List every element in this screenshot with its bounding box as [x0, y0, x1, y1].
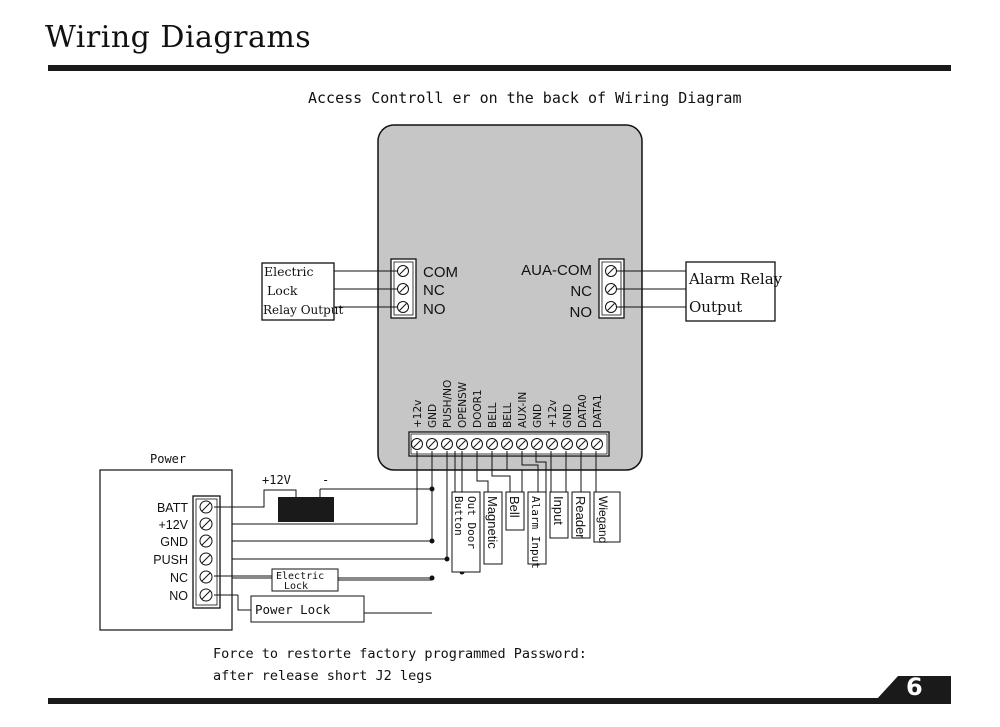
bottom-terminal-screw — [531, 438, 543, 450]
magnetic-box: Magnetic — [483, 491, 503, 565]
power-terminal-screw — [199, 517, 213, 531]
power-lock-wiring — [214, 575, 272, 611]
bottom-terminal-screw — [411, 438, 423, 450]
power-terminal-label: NO — [169, 589, 188, 603]
svg-text:Electric: Electric — [264, 264, 314, 279]
bottom-terminal-screw — [456, 438, 468, 450]
alarm-input-box: Alarm Input — [527, 491, 547, 569]
power-terminal-label: PUSH — [153, 553, 188, 567]
power-terminal-screw — [199, 500, 213, 514]
lock-relay-block: COM NC NO — [390, 258, 458, 319]
bottom-terminal-label: DATA0 — [577, 394, 589, 428]
bottom-terminal-label: BELL — [487, 402, 499, 428]
svg-text:Relay Output: Relay Output — [263, 303, 344, 317]
power-terminal-screw — [199, 534, 213, 548]
out-door-button-box: Out Door Button — [451, 491, 481, 573]
bottom-terminal-strip — [408, 431, 610, 457]
bottom-terminal-screw — [501, 438, 513, 450]
bottom-terminal-label: GND — [532, 404, 544, 428]
power-terminal-screw — [199, 570, 213, 584]
power-terminal-label: +12V — [158, 518, 188, 532]
page-number: 6 — [906, 673, 923, 701]
svg-text:Alarm Relay: Alarm Relay — [688, 270, 783, 288]
reader-box: Reader — [571, 491, 591, 539]
diagram-caption: Access Controll er on the back of Wiring… — [308, 89, 741, 107]
wiegand-box: Wiegand — [593, 491, 621, 543]
svg-text:Lock: Lock — [267, 283, 298, 298]
bottom-terminal-screw — [516, 438, 528, 450]
power-title: Power — [150, 452, 186, 466]
bottom-terminal-screw — [546, 438, 558, 450]
bottom-terminal-label: OPENSW — [457, 381, 469, 428]
bottom-terminal-label: DOOR1 — [472, 389, 484, 428]
bell-box: Bell — [505, 491, 525, 531]
wire-junctions — [429, 486, 465, 581]
bottom-terminal-label: +12v — [547, 400, 559, 428]
bottom-terminal-screws — [411, 438, 603, 450]
svg-text:Power Lock: Power Lock — [255, 602, 331, 617]
svg-text:Electric: Electric — [276, 571, 324, 582]
title-rule — [48, 65, 951, 71]
bottom-terminal-label: +12v — [412, 400, 424, 428]
relay-terminal-com: COM — [423, 264, 458, 281]
svg-text:Reader: Reader — [573, 496, 588, 539]
svg-text:-: - — [322, 473, 329, 487]
bottom-terminal-label: DATA1 — [592, 394, 604, 428]
svg-text:Output: Output — [689, 298, 742, 316]
bottom-terminal-screw — [591, 438, 603, 450]
svg-text:Wiegand: Wiegand — [596, 496, 610, 543]
power-terminal-label: NC — [170, 571, 188, 585]
bottom-terminal-screw — [441, 438, 453, 450]
lock-relay-wires — [334, 270, 398, 308]
svg-text:Bell: Bell — [507, 496, 522, 518]
electric-lock-box-bottom: Electric Lock — [271, 568, 339, 592]
power-terminal-label: BATT — [157, 501, 188, 515]
battery: +12V - — [214, 473, 334, 522]
bottom-terminal-screw — [561, 438, 573, 450]
alarm-terminal-com: AUA-COM — [521, 262, 592, 279]
relay-terminal-nc: NC — [423, 282, 445, 299]
power-lock-box: Power Lock — [250, 595, 365, 623]
bottom-terminal-label: GND — [562, 404, 574, 428]
input-box: Input — [549, 491, 569, 539]
bottom-terminal-screw — [576, 438, 588, 450]
factory-reset-note: Force to restorte factory programmed Pas… — [213, 643, 587, 687]
bottom-terminal-label: PUSH/NO — [442, 380, 454, 428]
svg-text:Alarm Input: Alarm Input — [529, 496, 542, 569]
page-title: Wiring Diagrams — [45, 20, 312, 55]
alarm-relay-output-box: Alarm Relay Output — [685, 261, 783, 322]
bottom-terminal-screw — [426, 438, 438, 450]
svg-text:Button: Button — [452, 496, 465, 536]
bottom-terminal-label: GND — [427, 404, 439, 428]
svg-text:Lock: Lock — [284, 581, 308, 592]
bottom-terminal-label: AUX-IN — [517, 392, 529, 428]
svg-text:Magnetic: Magnetic — [485, 496, 500, 549]
power-terminal-label: GND — [160, 535, 188, 549]
power-terminals: BATT +12V GND PUSH NC NO — [153, 500, 213, 603]
relay-terminal-no: NO — [423, 301, 446, 318]
bottom-terminal-screw — [486, 438, 498, 450]
bottom-terminal-screw — [471, 438, 483, 450]
svg-text:Out Door: Out Door — [465, 496, 478, 549]
note-line-1: Force to restorte factory programmed Pas… — [213, 646, 587, 662]
note-line-2: after release short J2 legs — [213, 668, 433, 684]
alarm-terminal-nc: NC — [570, 283, 592, 300]
svg-text:+12V: +12V — [262, 473, 291, 487]
alarm-relay-wires — [617, 270, 686, 308]
footer-rule — [48, 698, 951, 704]
svg-text:Input: Input — [551, 496, 566, 525]
power-terminal-screw — [199, 552, 213, 566]
bottom-terminal-label: BELL — [502, 402, 514, 428]
electric-lock-relay-output-box: Electric Lock Relay Output — [261, 262, 344, 321]
power-terminal-screw — [199, 588, 213, 602]
alarm-terminal-no: NO — [570, 304, 593, 321]
